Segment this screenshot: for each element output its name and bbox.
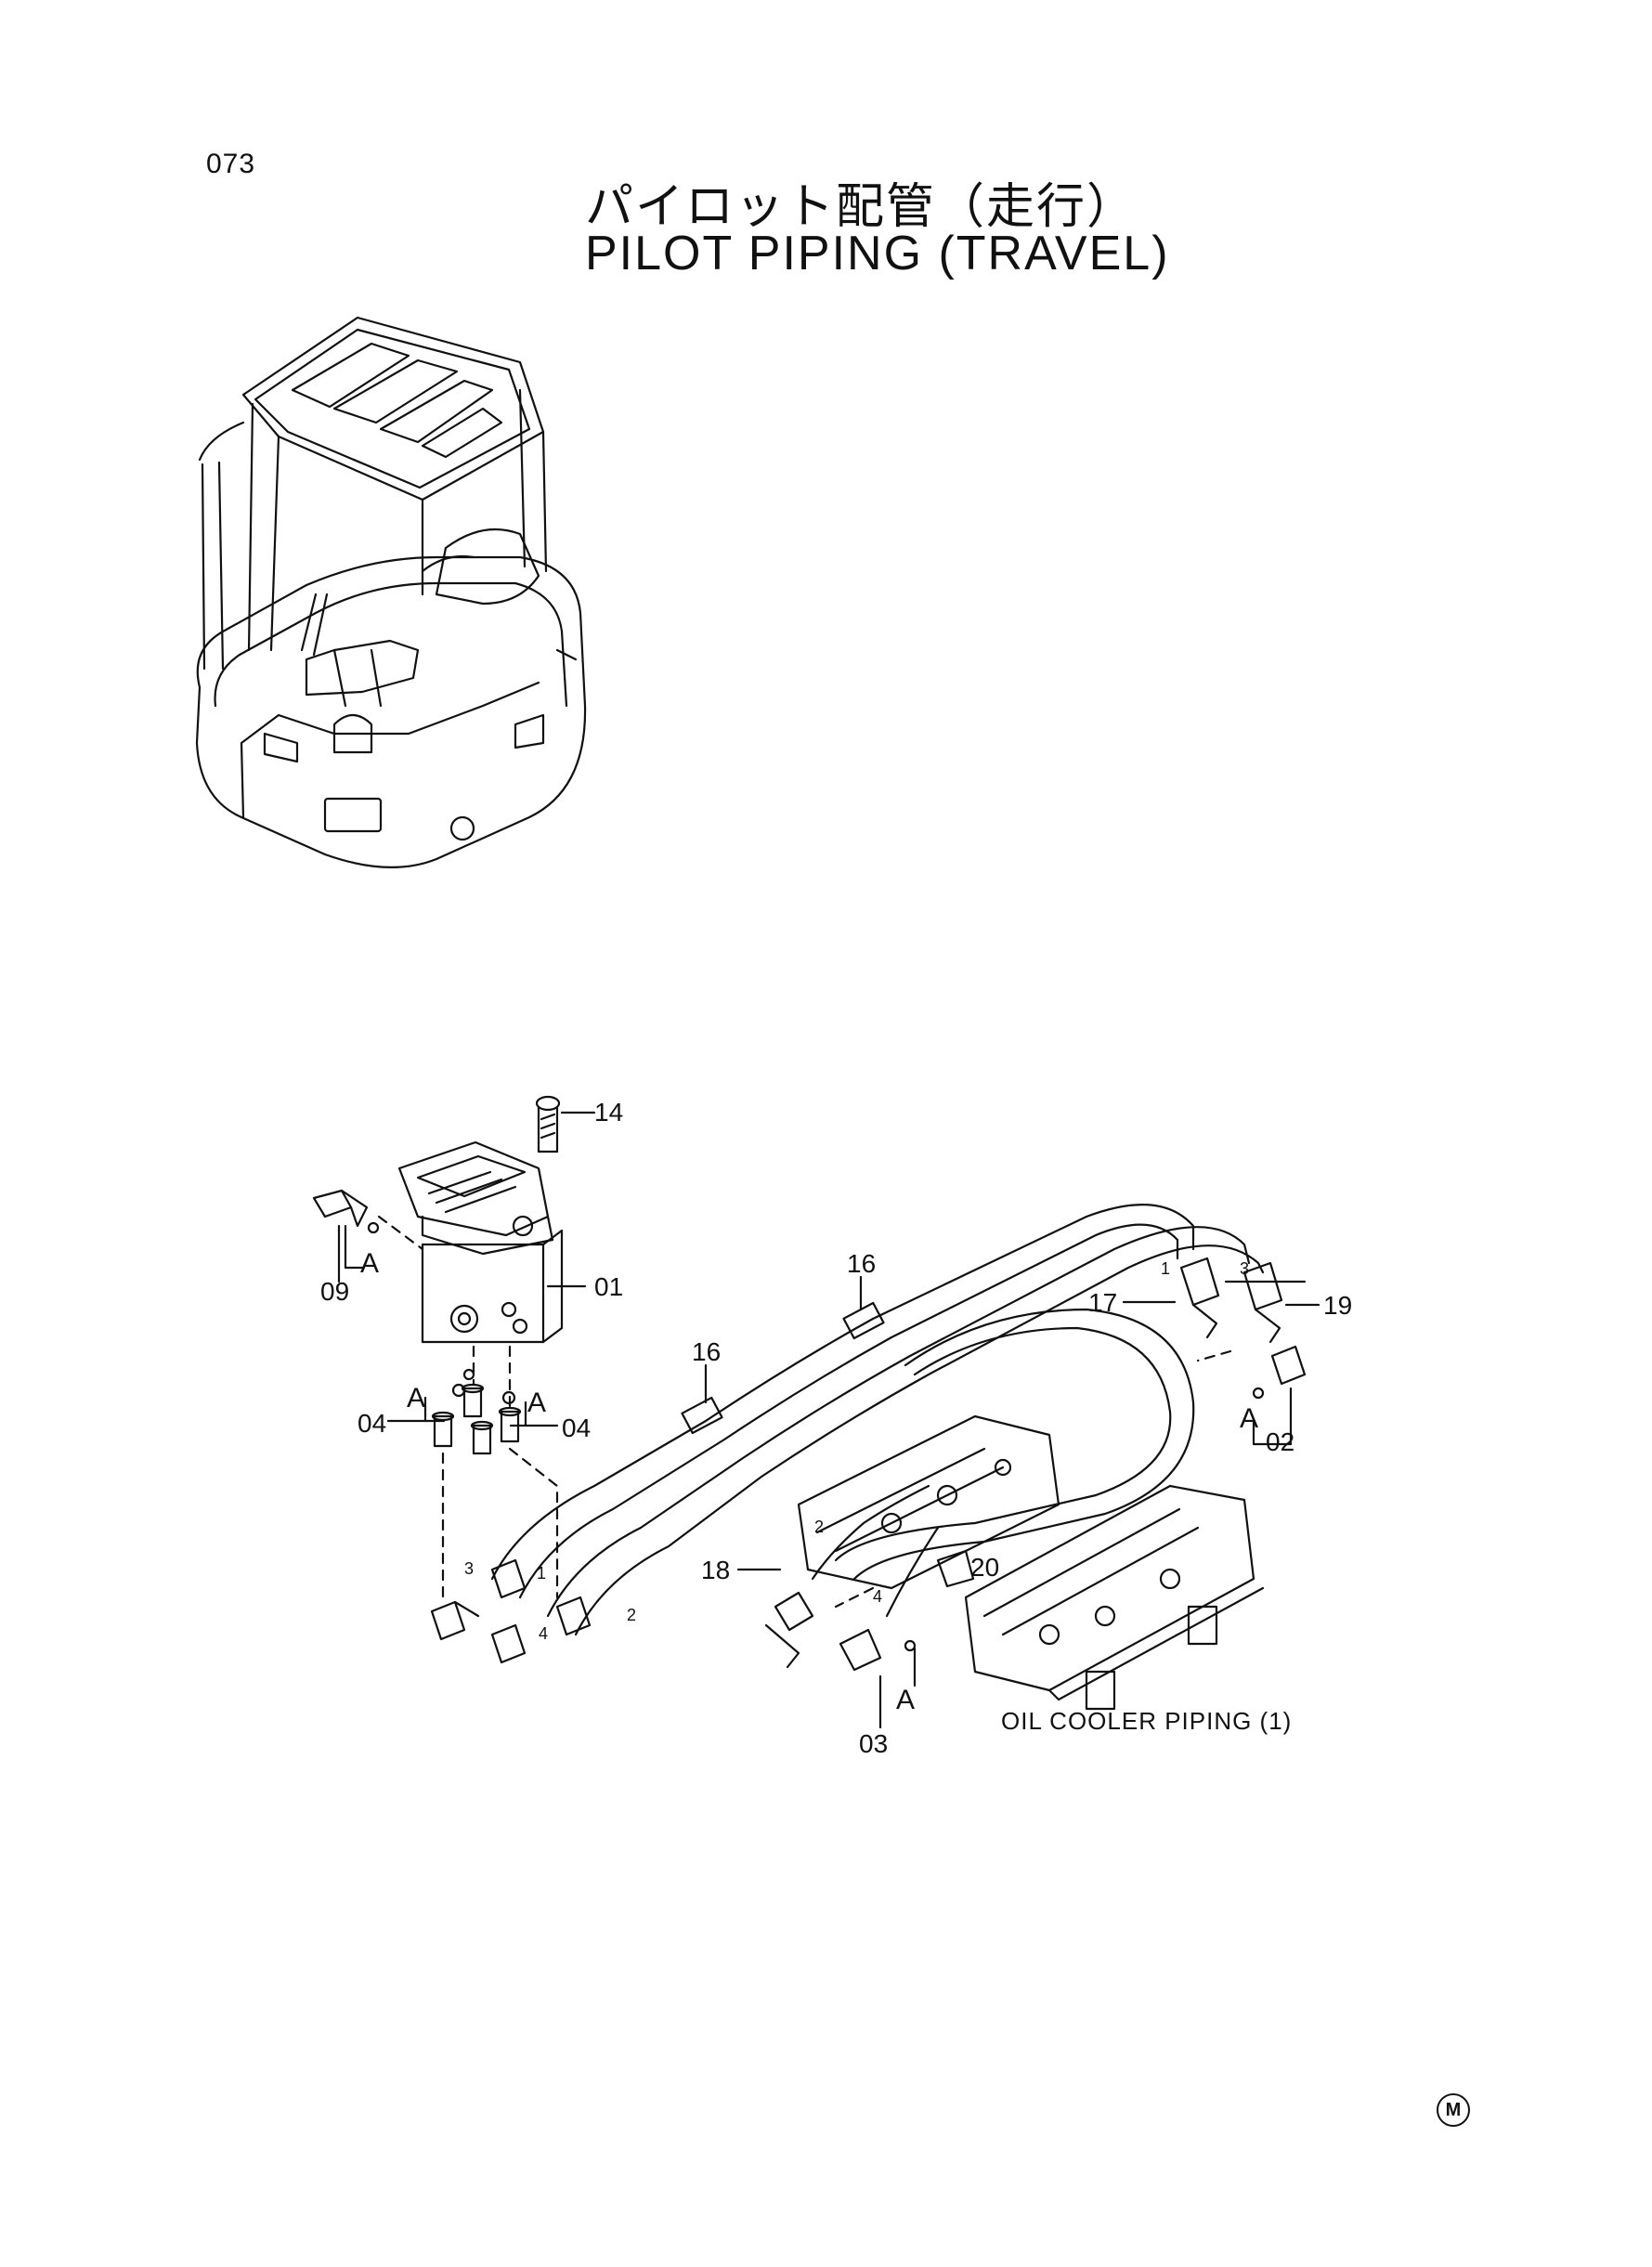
corner-mark: M bbox=[1437, 2093, 1470, 2127]
clamp-part-16-left bbox=[681, 1396, 723, 1435]
callout-20: 20 bbox=[970, 1553, 999, 1582]
callout-17: 17 bbox=[1088, 1288, 1117, 1317]
leader-line-02 bbox=[1252, 1387, 1293, 1446]
port-mark: 2 bbox=[814, 1518, 824, 1536]
port-mark: 3 bbox=[464, 1559, 474, 1578]
clamp-part-16-right bbox=[842, 1301, 885, 1340]
page-number: 073 bbox=[206, 149, 256, 179]
callout-18: 18 bbox=[701, 1556, 730, 1584]
callout-03: 03 bbox=[859, 1729, 888, 1758]
fitting-part-17 bbox=[1179, 1257, 1220, 1339]
section-mark-a: A bbox=[360, 1248, 379, 1279]
section-mark-a: A bbox=[527, 1388, 546, 1418]
port-mark: 1 bbox=[537, 1564, 546, 1583]
callout-16-right: 16 bbox=[847, 1249, 876, 1278]
reference-note-oil-cooler: OIL COOLER PIPING (1) bbox=[1001, 1707, 1292, 1735]
port-mark: 4 bbox=[873, 1587, 882, 1606]
page-title-japanese: パイロット配管（走行） bbox=[585, 179, 1138, 235]
callout-09: 09 bbox=[320, 1277, 349, 1306]
fitting-part-02 bbox=[1252, 1345, 1307, 1400]
section-mark-a: A bbox=[407, 1383, 425, 1414]
adapter-fittings-part-04 bbox=[431, 1368, 522, 1455]
lower-left-elbows bbox=[430, 1558, 592, 1664]
fitting-part-03 bbox=[839, 1628, 917, 1672]
page-title-english: PILOT PIPING (TRAVEL) bbox=[585, 227, 1170, 280]
machine-overview-drawing bbox=[195, 316, 587, 868]
callout-02: 02 bbox=[1266, 1427, 1294, 1456]
callout-01: 01 bbox=[594, 1272, 623, 1301]
fitting-part-19 bbox=[1242, 1261, 1283, 1344]
pilot-hoses bbox=[490, 1204, 1265, 1636]
callout-04-right: 04 bbox=[562, 1414, 591, 1442]
port-mark: 3 bbox=[1240, 1259, 1249, 1278]
fitting-part-18 bbox=[764, 1591, 814, 1669]
fitting-part-20 bbox=[936, 1549, 975, 1588]
leader-line-09 bbox=[344, 1224, 366, 1270]
callout-04-left: 04 bbox=[358, 1409, 386, 1438]
pilot-valve-assembly bbox=[397, 1140, 564, 1344]
port-mark: 4 bbox=[539, 1624, 548, 1643]
port-mark: 2 bbox=[627, 1606, 636, 1624]
callout-19: 19 bbox=[1323, 1291, 1352, 1320]
callout-16-left: 16 bbox=[692, 1337, 721, 1366]
elbow-fitting-part-09 bbox=[312, 1189, 380, 1234]
bolt-part-14 bbox=[535, 1095, 561, 1153]
control-valve-block bbox=[797, 1414, 1265, 1711]
dashed-connection-lines bbox=[377, 1215, 1232, 1609]
port-mark: 1 bbox=[1161, 1259, 1170, 1278]
callout-14: 14 bbox=[594, 1098, 623, 1127]
section-mark-a: A bbox=[896, 1685, 915, 1715]
section-mark-a: A bbox=[1240, 1403, 1258, 1434]
